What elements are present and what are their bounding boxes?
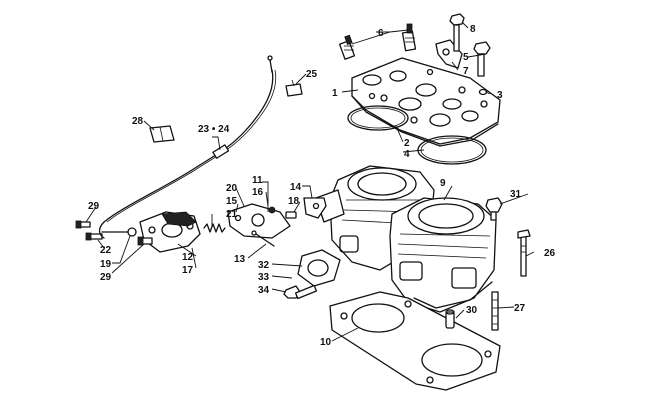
- callout-7: 7: [463, 66, 469, 77]
- callout-34: 34: [258, 285, 270, 296]
- callout-31: 31: [510, 189, 522, 200]
- callout-27: 27: [514, 303, 526, 314]
- callout-32: 32: [258, 260, 270, 271]
- callout-14: 14: [290, 182, 302, 193]
- callout-labels: 1 2 3 4 5 6 7 8 9 10 11 12 13 14 15 16 1…: [88, 24, 556, 348]
- spark-plug-left: [338, 34, 356, 60]
- screw-29a: [75, 220, 91, 229]
- spark-plug-right: [401, 23, 417, 52]
- callout-29b: 29: [100, 272, 112, 283]
- stud-26: [517, 229, 531, 277]
- cylinder-block: [315, 165, 497, 313]
- nut-31: [485, 197, 503, 221]
- screw-29b: [137, 236, 153, 246]
- callout-21: 21: [226, 209, 238, 220]
- bracket-14: [303, 197, 327, 219]
- callout-5: 5: [463, 52, 469, 63]
- callout-10: 10: [320, 337, 332, 348]
- callout-1: 1: [332, 88, 338, 99]
- callout-29a: 29: [88, 201, 100, 212]
- callout-26: 26: [544, 248, 556, 259]
- callout-11: 11: [252, 175, 263, 186]
- valve-cable: [98, 55, 277, 239]
- callout-9: 9: [440, 178, 446, 189]
- base-gasket: [329, 291, 501, 391]
- dowel-pin-30: [445, 309, 455, 329]
- clip-18: [285, 211, 297, 219]
- leader-lines: [85, 21, 535, 342]
- callout-12: 12: [182, 252, 194, 263]
- callout-23-24: 23 • 24: [198, 124, 230, 135]
- valve-cover: [227, 203, 291, 239]
- o-ring-2: [347, 105, 409, 131]
- fitting-19: [101, 227, 137, 237]
- stud-27: [491, 291, 499, 331]
- spring-21: [203, 223, 226, 233]
- exhaust-bolt: [283, 284, 318, 300]
- callout-20: 20: [226, 183, 238, 194]
- head-bolt-5: [473, 41, 491, 77]
- callout-6: 6: [378, 28, 384, 39]
- callout-13: 13: [234, 254, 246, 265]
- callout-30: 30: [466, 305, 478, 316]
- callout-2: 2: [404, 138, 410, 149]
- callout-4: 4: [404, 149, 410, 160]
- callout-8: 8: [470, 24, 476, 35]
- callout-33: 33: [258, 272, 270, 283]
- head-bolt-8: [449, 13, 465, 52]
- callout-25: 25: [306, 69, 318, 80]
- callout-15: 15: [226, 196, 238, 207]
- callout-17: 17: [182, 265, 194, 276]
- callout-18: 18: [288, 196, 300, 207]
- valve-housing: [139, 211, 201, 253]
- callout-22: 22: [100, 245, 112, 256]
- callout-3: 3: [497, 90, 503, 101]
- clamp-28: [149, 125, 175, 143]
- exhaust-gasket: [297, 249, 341, 287]
- clip-25: [285, 79, 303, 97]
- callout-28: 28: [132, 116, 144, 127]
- callout-19: 19: [100, 259, 112, 270]
- valve-rod-13: [251, 230, 275, 247]
- callout-16: 16: [252, 187, 264, 198]
